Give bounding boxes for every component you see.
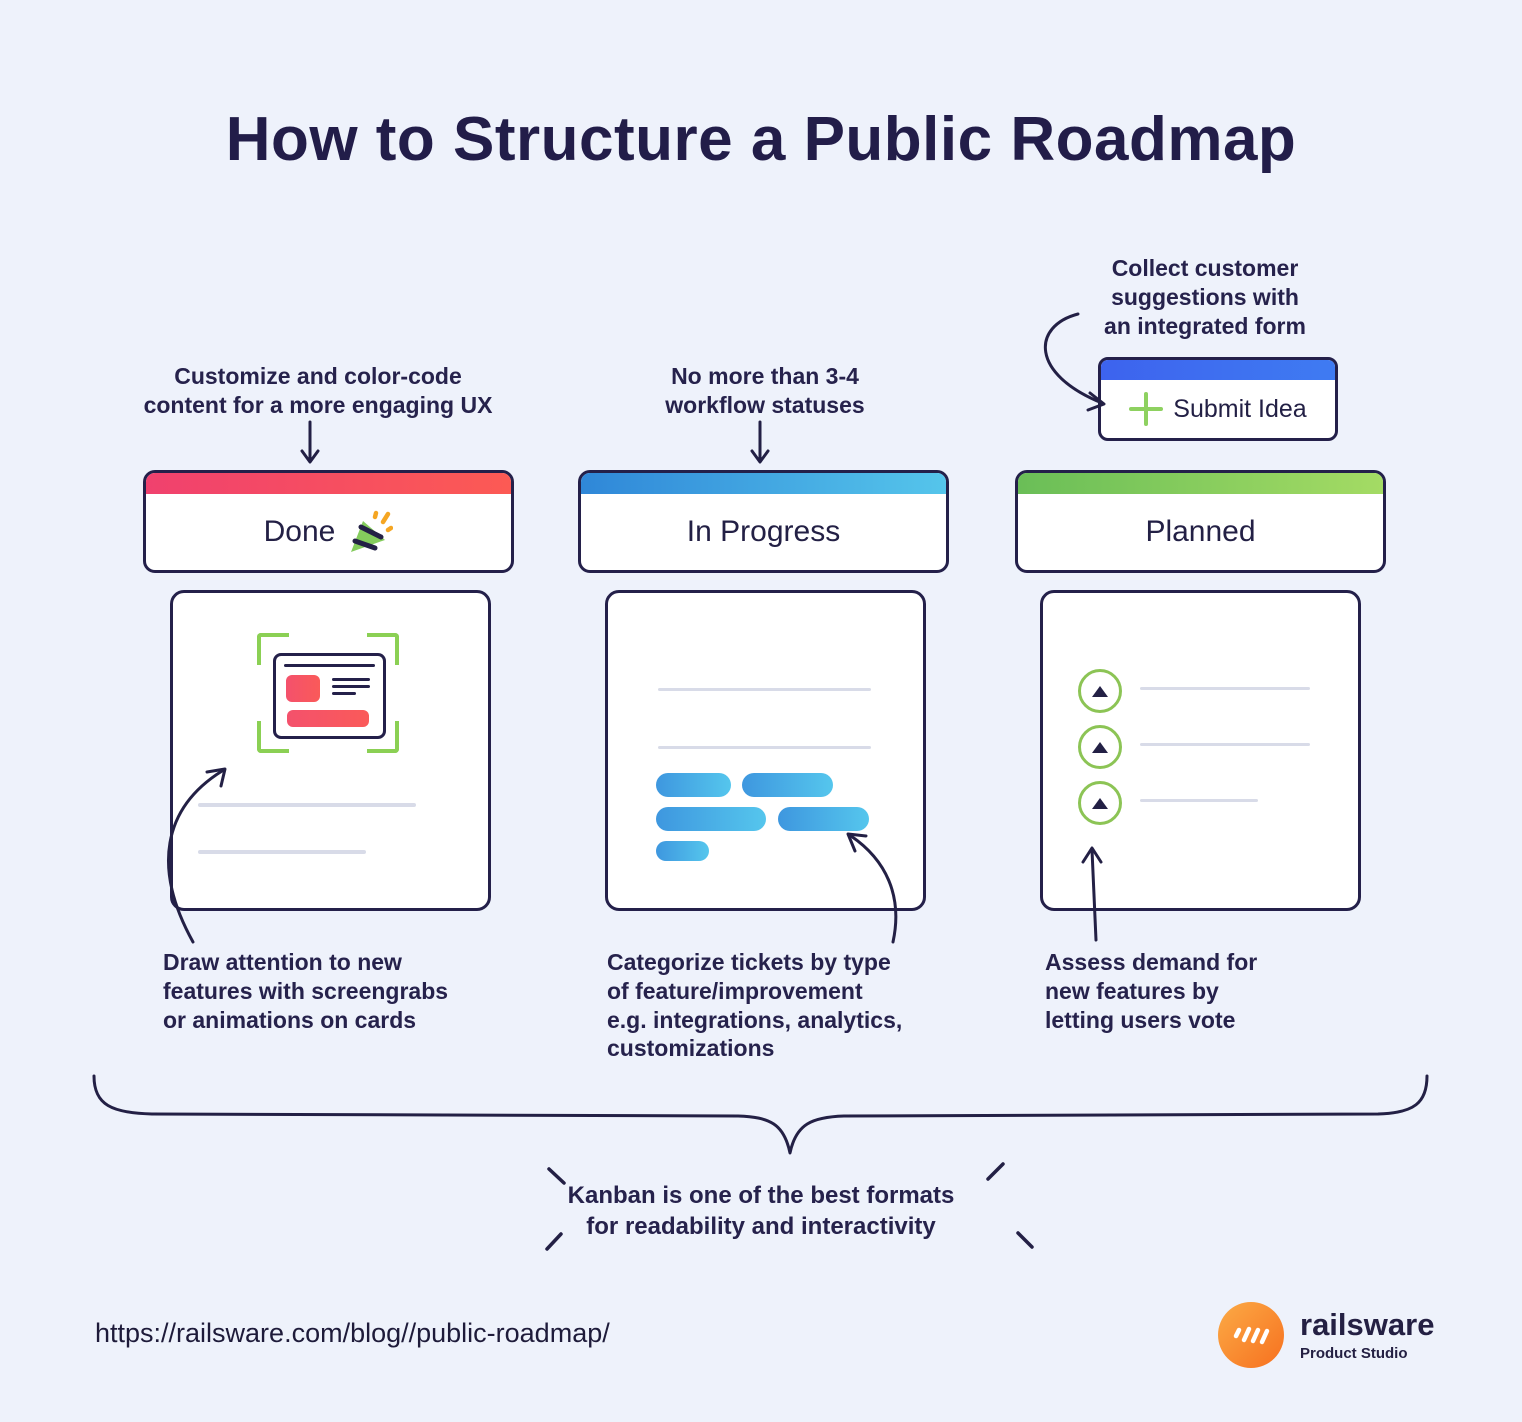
upvote-button[interactable] (1078, 725, 1122, 769)
column-header-planned: Planned (1015, 470, 1386, 573)
upvote-button[interactable] (1078, 669, 1122, 713)
page-title: How to Structure a Public Roadmap (225, 105, 1297, 174)
category-tag (656, 841, 709, 861)
brand-tagline: Product Studio (1300, 1345, 1408, 1363)
caption-draw-attention: Draw attention to new features with scre… (163, 949, 449, 1033)
category-tag (656, 773, 731, 797)
railsware-logo-icon (1218, 1302, 1284, 1368)
brand-name: railsware (1300, 1306, 1435, 1342)
up-arrow-icon (1092, 741, 1108, 753)
text-placeholder-line (198, 850, 366, 854)
railsware-logo: railsware Product Studio (1218, 1302, 1434, 1368)
arrow-down-to-in-progress (750, 420, 770, 464)
planned-color-bar (1018, 473, 1383, 494)
column-header-done: Done (143, 470, 514, 573)
party-popper-icon (351, 510, 394, 552)
brace (92, 1074, 1429, 1155)
column-header-in-progress: In Progress (578, 470, 949, 573)
column-label-in-progress: In Progress (686, 515, 841, 548)
annotation-statuses: No more than 3-4 workflow statuses (665, 363, 865, 418)
text-placeholder-line (658, 688, 871, 691)
up-arrow-icon (1092, 685, 1108, 697)
submit-idea-label: Submit Idea (1173, 394, 1307, 423)
caption-categorize: Categorize tickets by type of feature/im… (607, 949, 903, 1062)
column-label-planned: Planned (1145, 515, 1256, 548)
in-progress-color-bar (581, 473, 946, 494)
plus-icon (1129, 392, 1164, 426)
submit-idea-header-bar (1101, 360, 1335, 380)
in-progress-card (605, 590, 926, 911)
upvote-button[interactable] (1078, 781, 1122, 825)
up-arrow-icon (1092, 797, 1108, 809)
done-color-bar (146, 473, 511, 494)
category-tag (778, 807, 869, 831)
column-label-done: Done (263, 515, 336, 548)
screengrab-frame-icon (257, 633, 399, 753)
done-card (170, 590, 491, 911)
annotation-customize: Customize and color-code content for a m… (143, 363, 493, 418)
text-placeholder-line (1140, 743, 1310, 746)
annotation-collect: Collect customer suggestions with an int… (1104, 255, 1306, 339)
text-placeholder-line (198, 803, 416, 807)
arrow-down-to-done (300, 420, 320, 464)
source-url: https://railsware.com/blog//public-roadm… (95, 1318, 610, 1348)
text-placeholder-line (1140, 799, 1258, 802)
caption-assess: Assess demand for new features by lettin… (1045, 949, 1258, 1033)
screengrab-thumbnail (273, 653, 386, 739)
kanban-note: Kanban is one of the best formats for re… (567, 1182, 955, 1241)
category-tag (656, 807, 766, 831)
text-placeholder-line (1140, 687, 1310, 690)
text-placeholder-line (658, 746, 871, 749)
planned-card (1040, 590, 1361, 911)
submit-idea-button[interactable]: Submit Idea (1098, 357, 1338, 441)
category-tag (742, 773, 833, 797)
